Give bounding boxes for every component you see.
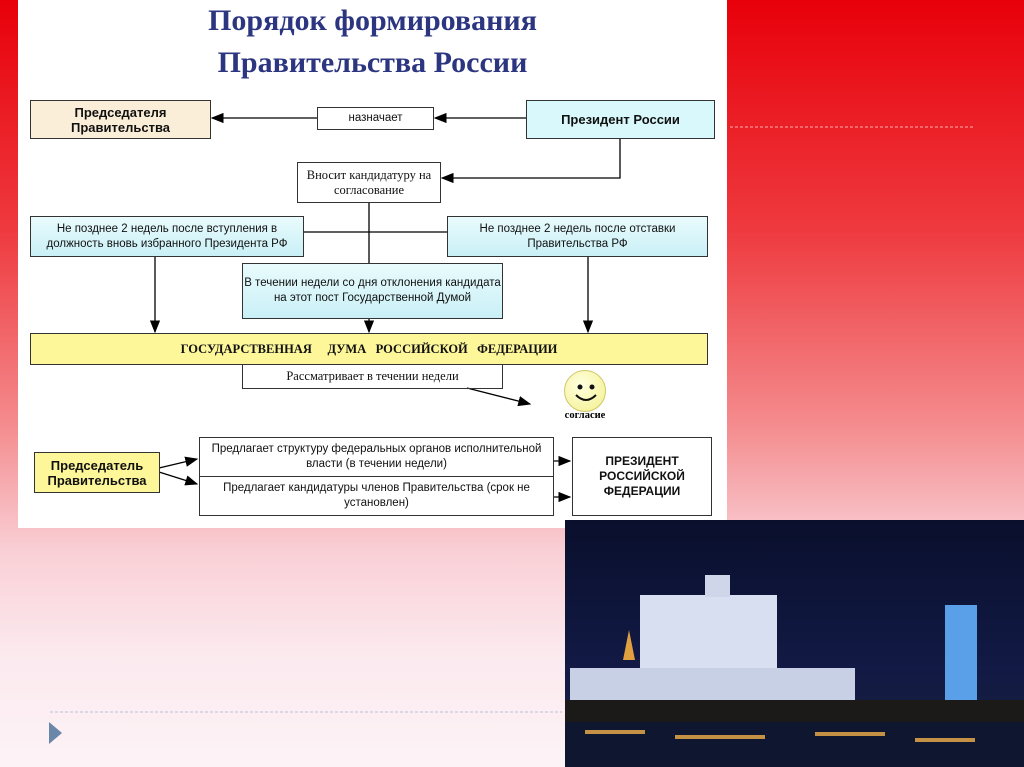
right-term-box: Не позднее 2 недель после отставки Прави…	[447, 216, 708, 257]
title-line-2: Правительства России	[217, 46, 528, 79]
consent-label: согласие	[564, 410, 606, 421]
title-line-1: Порядок формирования	[208, 4, 537, 37]
reviews-box: Рассматривает в течении недели	[242, 364, 503, 389]
chairman-bottom-box: Председатель Правительства	[34, 452, 160, 493]
bullet-triangle-icon	[49, 722, 62, 744]
appoints-box: назначает	[317, 107, 434, 130]
proposes-members-box: Предлагает кандидатуры членов Правительс…	[199, 476, 554, 516]
duma-bar: ГОСУДАРСТВЕННАЯ ДУМА РОССИЙСКОЙ ФЕДЕРАЦИ…	[30, 333, 708, 365]
proposes-structure-box: Предлагает структуру федеральных органов…	[199, 437, 554, 477]
president-rf-box: ПРЕЗИДЕНТ РОССИЙСКОЙ ФЕДЕРАЦИИ	[572, 437, 712, 516]
chairman-top-box: Председателя Правительства	[30, 100, 211, 139]
middle-term-box: В течении недели со дня отклонения канди…	[242, 263, 503, 319]
left-term-box: Не позднее 2 недель после вступления в д…	[30, 216, 304, 257]
president-box: Президент России	[526, 100, 715, 139]
submits-box: Вносит кандидатуру на согласование	[297, 162, 441, 203]
smiley-icon	[564, 370, 606, 412]
white-house-photo	[565, 520, 1024, 767]
